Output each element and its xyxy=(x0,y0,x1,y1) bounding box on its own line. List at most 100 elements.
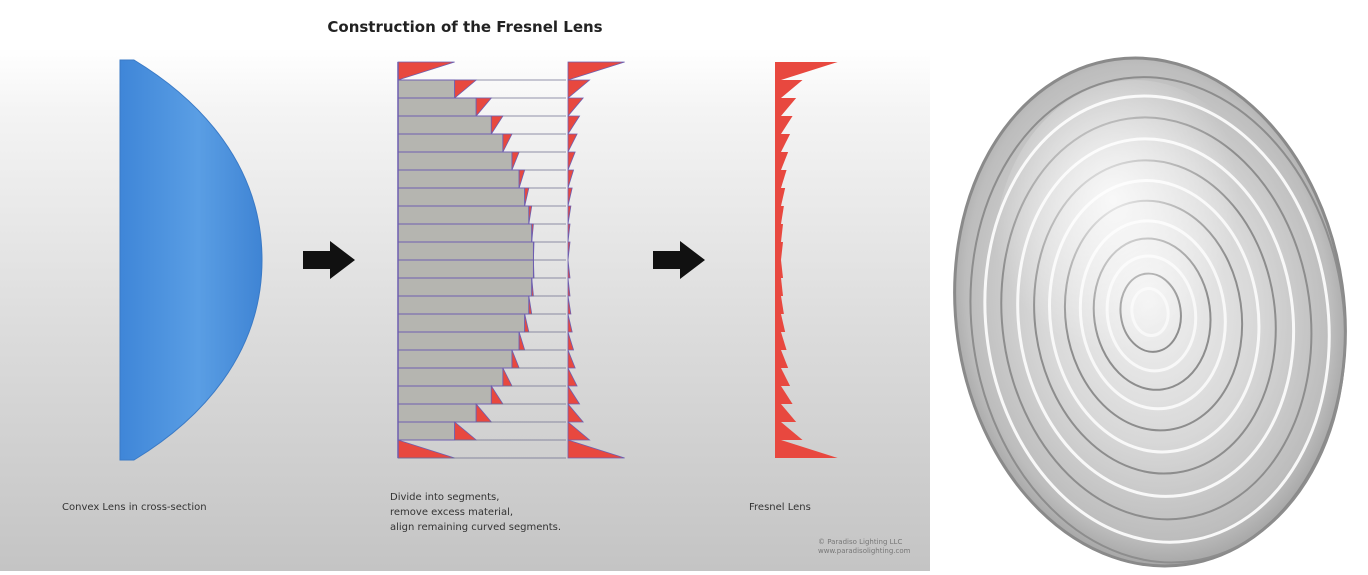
lens-segment xyxy=(397,79,456,99)
lens-segment xyxy=(397,277,533,297)
curved-segment xyxy=(518,169,526,189)
aligned-segment xyxy=(567,421,591,441)
aligned-segment xyxy=(567,187,573,207)
convex-lens-shape xyxy=(119,59,263,461)
lens-segment xyxy=(397,151,513,171)
caption-convex-lens: Convex Lens in cross-section xyxy=(62,502,207,513)
fresnel-diagram: Construction of the Fresnel Lens Convex … xyxy=(0,0,930,571)
fresnel-segment xyxy=(775,224,783,242)
aligned-segment xyxy=(567,205,572,225)
fresnel-segment xyxy=(775,134,791,152)
fresnel-segment xyxy=(775,260,783,278)
fresnel-segment xyxy=(775,404,797,422)
lens-segment xyxy=(397,313,526,333)
lens-segment xyxy=(397,367,504,387)
lens-segment xyxy=(397,331,520,351)
lens-segment xyxy=(397,205,530,225)
curved-segment xyxy=(490,115,504,136)
curved-segment xyxy=(397,439,455,459)
lens-segment xyxy=(397,169,520,189)
lens-segment xyxy=(397,241,534,261)
aligned-segment xyxy=(567,402,585,423)
aligned-segment xyxy=(567,151,576,171)
aligned-segment xyxy=(567,313,573,333)
curved-segment xyxy=(454,79,478,99)
aligned-segment xyxy=(567,61,625,81)
caption-fresnel-lens: Fresnel Lens xyxy=(749,502,811,513)
aligned-segment xyxy=(567,331,575,351)
curved-segment xyxy=(518,331,526,351)
curved-segment xyxy=(511,349,520,369)
lens-segment xyxy=(397,421,456,441)
aligned-segment xyxy=(567,133,578,153)
aligned-segment xyxy=(567,79,591,99)
copyright-notice: © Paradiso Lighting LLC www.paradisoligh… xyxy=(818,538,911,555)
curved-segment xyxy=(454,421,478,441)
lens-segment xyxy=(397,403,477,423)
fresnel-segment xyxy=(775,386,793,404)
fresnel-lens-shape xyxy=(775,62,838,458)
aligned-segment xyxy=(567,97,585,118)
aligned-segment xyxy=(567,367,578,387)
fresnel-segment xyxy=(775,278,783,296)
curved-segment xyxy=(531,277,534,297)
lens-segment xyxy=(397,187,526,207)
curved-segment xyxy=(475,97,493,118)
curved-segment xyxy=(502,133,513,153)
fresnel-segment xyxy=(775,242,783,260)
fresnel-segment xyxy=(775,188,786,206)
curved-segment xyxy=(531,223,534,243)
curved-segment xyxy=(524,313,530,333)
fresnel-segment xyxy=(775,98,797,116)
curved-segment xyxy=(397,61,455,81)
fresnel-segment xyxy=(775,62,838,80)
aligned-segment xyxy=(567,349,576,369)
fresnel-segment xyxy=(775,440,838,458)
aligned-segment xyxy=(567,259,571,279)
curved-segment xyxy=(533,259,535,279)
aligned-segment xyxy=(567,115,581,136)
curved-segment xyxy=(475,402,493,423)
fresnel-segment xyxy=(775,206,784,224)
fresnel-segment xyxy=(775,152,789,170)
fresnel-segment xyxy=(775,170,787,188)
curved-segment xyxy=(533,241,535,261)
right-arrow-icon xyxy=(303,241,355,279)
diagram-title: Construction of the Fresnel Lens xyxy=(327,18,603,36)
fresnel-lens-photo xyxy=(953,56,1347,568)
aligned-segment xyxy=(567,223,571,243)
aligned-segment xyxy=(567,169,575,189)
aligned-segment xyxy=(567,295,572,315)
curved-segment xyxy=(502,367,513,387)
caption-divide-segments: Divide into segments, remove excess mate… xyxy=(390,492,562,533)
lens-segment xyxy=(397,295,530,315)
lens-ring xyxy=(969,76,1347,564)
lens-segment xyxy=(397,259,534,279)
aligned-segment xyxy=(567,439,625,459)
fresnel-segment xyxy=(775,350,789,368)
lens-segment xyxy=(397,349,513,369)
fresnel-segment xyxy=(775,296,784,314)
curved-segment xyxy=(524,187,530,207)
curved-segment xyxy=(528,205,533,225)
aligned-segment xyxy=(567,277,571,297)
lens-segment xyxy=(397,223,533,243)
fresnel-segment xyxy=(775,314,786,332)
fresnel-segment xyxy=(775,422,803,440)
curved-segment xyxy=(528,295,533,315)
aligned-segment xyxy=(567,241,571,261)
aligned-segment xyxy=(567,384,581,405)
lens-segment xyxy=(397,97,477,117)
lens-segment xyxy=(397,133,504,153)
lens-segment xyxy=(397,115,492,135)
fresnel-segment xyxy=(775,332,787,350)
right-arrow-icon xyxy=(653,241,705,279)
fresnel-segment xyxy=(775,80,803,98)
curved-segment xyxy=(511,151,520,171)
lens-segment xyxy=(397,385,492,405)
lens-photo-panel xyxy=(930,0,1368,571)
fresnel-segment xyxy=(775,368,791,386)
segmented-lens xyxy=(397,61,625,459)
fresnel-segment xyxy=(775,116,793,134)
diagram-svg xyxy=(119,59,838,461)
